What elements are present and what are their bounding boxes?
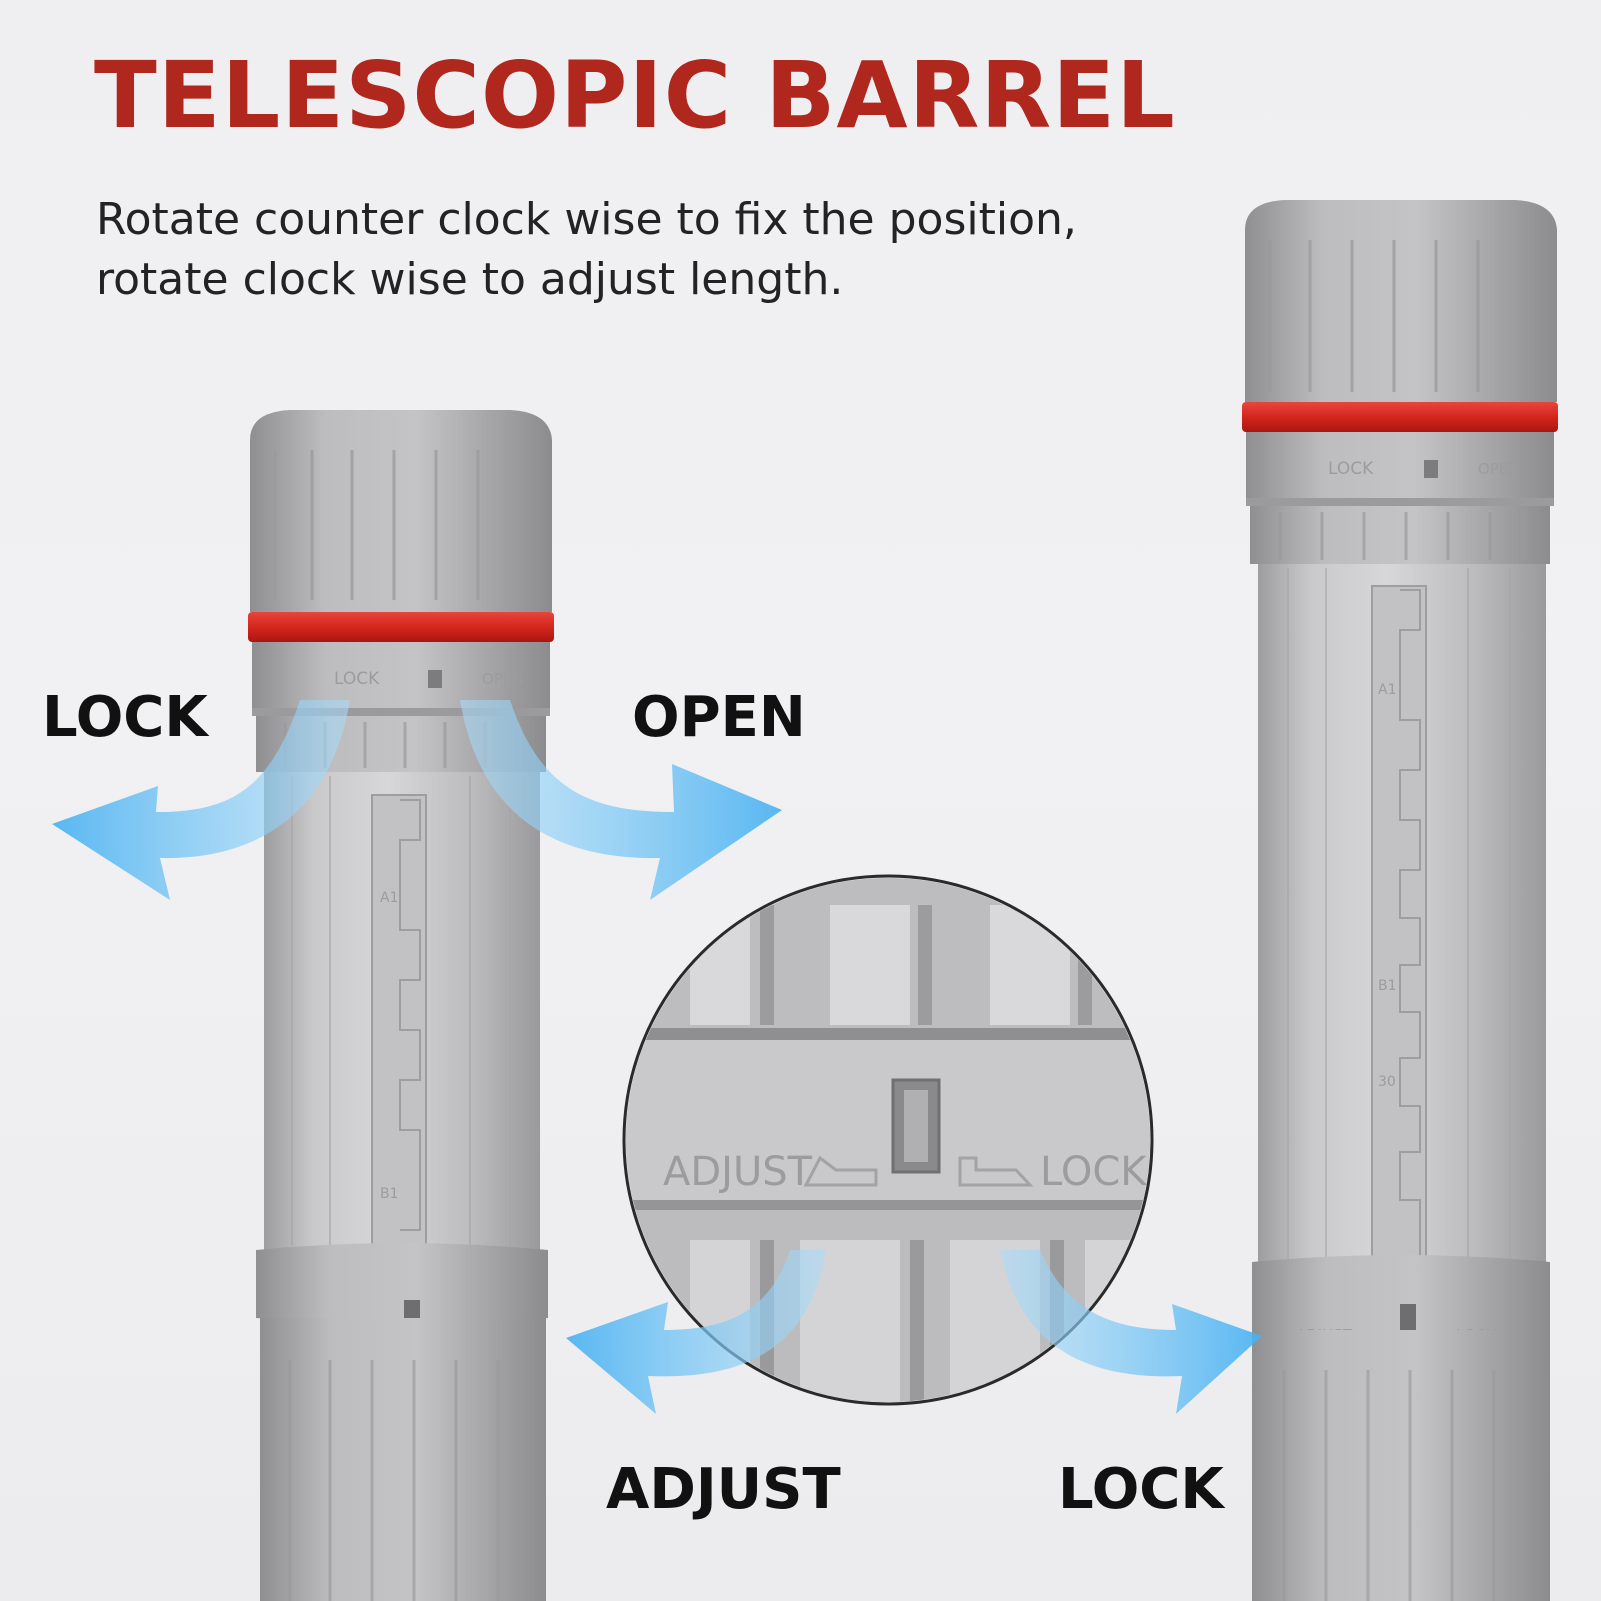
right-tube: LOCK OPEN A1 B1 30 A0 ADJUST LOCK — [1242, 200, 1558, 1601]
right-scale-a1: A1 — [1378, 682, 1396, 698]
lock-label-right: LOCK — [1058, 1457, 1224, 1522]
right-cap — [1245, 200, 1557, 402]
left-red-band — [248, 612, 554, 642]
right-cap-open-text: OPEN — [1478, 460, 1520, 478]
right-adjust-ring — [1252, 1255, 1550, 1336]
right-cap-lock-text: LOCK — [1328, 459, 1374, 479]
zoom-lock-text: LOCK — [1040, 1149, 1148, 1195]
rotate-left-arrow-icon — [566, 1250, 826, 1414]
left-cap — [250, 410, 552, 612]
right-scale-30: 30 — [1378, 1074, 1396, 1090]
subtitle-line-1: Rotate counter clock wise to fix the pos… — [96, 194, 1077, 245]
rotate-right-arrow-icon — [460, 700, 782, 900]
left-adjust-ring — [256, 1243, 548, 1324]
left-scale-a1: A1 — [380, 890, 398, 906]
zoom-adjust-text: ADJUST — [663, 1149, 813, 1195]
left-cap-lock-text: LOCK — [334, 669, 380, 689]
adjust-label: ADJUST — [606, 1457, 841, 1522]
left-scale-b1: B1 — [380, 1186, 399, 1202]
lock-label-left: LOCK — [42, 685, 208, 750]
left-tube: LOCK OPEN A1 B1 ADJUST LOCK — [248, 410, 554, 1601]
left-cap-open-text: OPEN — [482, 670, 524, 688]
right-red-band — [1242, 402, 1558, 432]
page-title: TELESCOPIC BARREL — [94, 42, 1176, 149]
rotate-right-arrow-icon — [1000, 1250, 1262, 1414]
subtitle-line-2: rotate clock wise to adjust length. — [96, 254, 844, 305]
right-scale-b1: B1 — [1378, 978, 1397, 994]
open-label: OPEN — [632, 685, 806, 750]
rotate-left-arrow-icon — [52, 700, 350, 900]
subtitle: Rotate counter clock wise to fix the pos… — [96, 190, 1176, 310]
